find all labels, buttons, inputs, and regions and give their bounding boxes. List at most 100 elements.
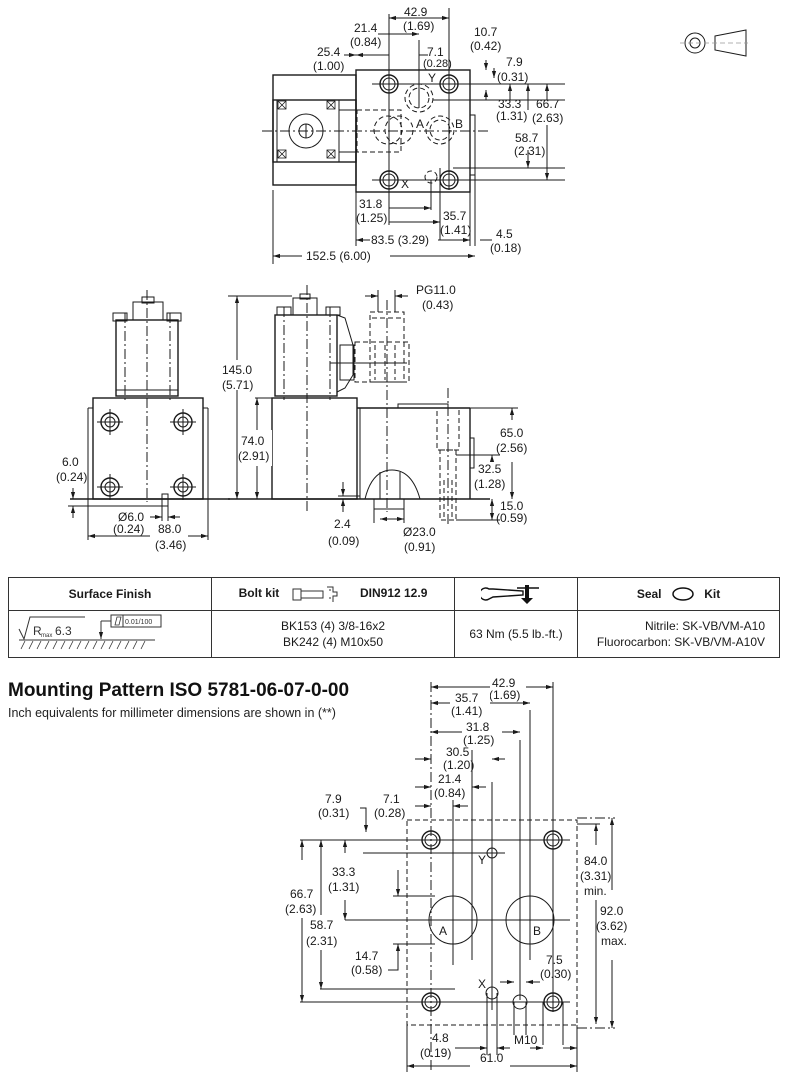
dim-4-5-in: (0.18) <box>490 241 521 255</box>
dim-74-0-in: (2.91) <box>238 449 269 463</box>
dim-66-7: 66.7 <box>290 887 314 901</box>
dim-7-9-in: (0.31) <box>497 70 528 84</box>
dim-m10: M10 <box>514 1033 538 1047</box>
dim-10-7: 10.7 <box>474 25 498 39</box>
dim-32-5: 32.5 <box>478 462 502 476</box>
dim-30-5-in: (1.20) <box>443 758 474 772</box>
dim-14-7: 14.7 <box>355 949 379 963</box>
dim-33-3: 33.3 <box>332 865 356 879</box>
dim-145-0-in: (5.71) <box>222 378 253 392</box>
dim-32-5-in: (1.28) <box>474 477 505 491</box>
header-surface-finish: Surface Finish <box>8 577 212 611</box>
roughness-symbol: R <box>33 624 42 638</box>
table-header-row: Surface Finish Bolt kit DIN912 12.9 Seal… <box>8 577 780 611</box>
dim-83-5: 83.5 (3.29) <box>371 233 429 247</box>
dim-84-0-note: min. <box>584 884 607 898</box>
roughness-value: 6.3 <box>55 624 72 638</box>
dim-84-0: 84.0 <box>584 854 608 868</box>
bolt-kit-cell: BK153 (4) 3/8-16x2 BK242 (4) M10x50 <box>211 610 455 658</box>
dim-4-8-in: (0.19) <box>420 1046 451 1060</box>
dim-61-0: 61.0 <box>480 1051 504 1065</box>
connector-hidden <box>354 311 410 383</box>
dim-10-7-in: (0.42) <box>470 39 501 53</box>
dim-58-7: 58.7 <box>310 918 334 932</box>
bolt-icon <box>292 586 338 602</box>
dim-7-1-in: (0.28) <box>374 806 405 820</box>
dim-7-1: 7.1 <box>383 792 400 806</box>
table-row: R max 6.3 0.01/100 BK153 (4) 3/8-16x2 BK… <box>8 610 780 658</box>
surface-finish-symbol: R max 6.3 0.01/100 <box>18 614 162 649</box>
dim-145-0: 145.0 <box>222 363 252 377</box>
port-label-b: B <box>533 924 541 938</box>
dim-7-1: 7.1 <box>427 45 444 59</box>
seal-label: Seal <box>636 586 662 601</box>
bolt-hole <box>97 474 123 500</box>
dim-15-0-in: (0.59) <box>496 511 527 525</box>
dim-66-7-in: (2.63) <box>285 902 316 916</box>
dim-33-3-in: (1.31) <box>496 109 527 123</box>
port-a-hidden <box>373 115 403 145</box>
dim-pg11: PG11.0 <box>416 283 456 297</box>
port-label-x: X <box>401 177 409 191</box>
dim-7-5-in: (0.30) <box>540 967 571 981</box>
dim-7-9: 7.9 <box>325 792 342 806</box>
port-label-a: A <box>416 117 424 131</box>
dim-dia-23-0-in: (0.91) <box>404 540 435 554</box>
dim-14-7-in: (0.58) <box>351 963 382 977</box>
dim-65-0-in: (2.56) <box>496 441 527 455</box>
dim-66-7-in: (2.63) <box>532 111 563 125</box>
bolt-hole <box>97 409 123 435</box>
dim-2-4-in: (0.09) <box>328 534 359 548</box>
dim-88-0-in: (3.46) <box>155 538 186 552</box>
dim-2-4: 2.4 <box>334 517 351 531</box>
dim-58-7-in: (2.31) <box>306 934 337 948</box>
dim-dia-23-0: Ø23.0 <box>403 525 436 539</box>
dim-42-9-in: (1.69) <box>403 19 434 33</box>
dim-31-8-in: (1.25) <box>356 211 387 225</box>
dim-pg11-in: (0.43) <box>422 298 453 312</box>
dim-25-4-in: (1.00) <box>313 59 344 73</box>
dim-6-0: 6.0 <box>62 455 79 469</box>
specification-table: Surface Finish Bolt kit DIN912 12.9 Seal… <box>8 577 780 658</box>
dim-74-0: 74.0 <box>241 434 265 448</box>
port-label-y: Y <box>428 71 436 85</box>
port-label-y: Y <box>478 853 486 867</box>
dim-4-5: 4.5 <box>496 227 513 241</box>
header-seal-kit: Seal Kit <box>577 577 780 611</box>
port-label-a: A <box>439 924 447 938</box>
dim-21-4-in: (0.84) <box>350 35 381 49</box>
seal-kit-nitrile: Nitrile: SK-VB/VM-A10 <box>644 619 765 633</box>
dim-31-8: 31.8 <box>466 720 490 734</box>
bolt-kit-inch: BK153 (4) 3/8-16x2 <box>280 619 386 633</box>
dim-88-0: 88.0 <box>158 522 182 536</box>
dim-7-5: 7.5 <box>546 953 563 967</box>
seal-kit-cell: Nitrile: SK-VB/VM-A10 Fluorocarbon: SK-V… <box>577 610 780 658</box>
dim-58-7: 58.7 <box>515 131 539 145</box>
torque-cell: 63 Nm (5.5 lb.-ft.) <box>454 610 578 658</box>
dim-15-0: 15.0 <box>500 499 524 513</box>
dim-92-0-note: max. <box>601 934 627 948</box>
dim-21-4: 21.4 <box>354 21 378 35</box>
dim-33-3: 33.3 <box>498 97 522 111</box>
surface-finish-cell: R max 6.3 0.01/100 <box>8 610 212 658</box>
dim-dia-6-0: Ø6.0 <box>118 510 144 524</box>
mounting-pattern-subtitle: Inch equivalents for millimeter dimensio… <box>8 706 336 720</box>
front-view: 6.0 (0.24) Ø6.0 (0.24) 88.0 (3.46) <box>56 290 230 552</box>
top-view: Y A B X 42.9 (1.69) 21.4 (0.84) 25.4 (1.… <box>262 5 565 264</box>
bolt-hole <box>170 474 196 500</box>
o-ring-icon <box>672 587 694 602</box>
header-bolt-kit: Bolt kit DIN912 12.9 <box>211 577 455 611</box>
dim-152-5: 152.5 (6.00) <box>306 249 371 263</box>
dim-dia-6-0-in: (0.24) <box>113 522 144 536</box>
port-label-b: B <box>455 117 463 131</box>
dim-65-0: 65.0 <box>500 426 524 440</box>
third-angle-projection-icon <box>680 29 748 57</box>
dim-42-9-in: (1.69) <box>489 688 520 702</box>
dim-7-1-in: (0.28) <box>423 58 452 70</box>
dim-31-8-in: (1.25) <box>463 733 494 747</box>
solenoid-body-outline <box>272 74 357 186</box>
flatness-tolerance: 0.01/100 <box>125 619 152 626</box>
dim-35-7-in: (1.41) <box>451 704 482 718</box>
dim-7-9: 7.9 <box>506 55 523 69</box>
bolt-hole <box>170 409 196 435</box>
